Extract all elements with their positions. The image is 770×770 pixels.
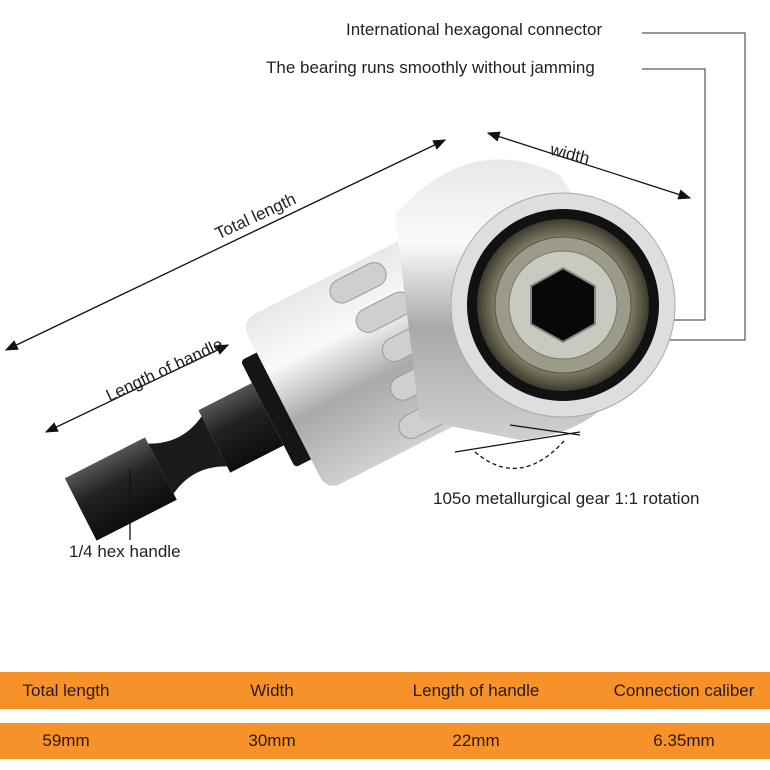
width-arrow xyxy=(486,131,692,200)
spec-value: 30mm xyxy=(248,731,296,750)
total-length-arrow xyxy=(4,139,447,351)
spec-header: Width xyxy=(250,680,294,700)
product-illustration xyxy=(4,32,746,541)
hex-socket xyxy=(530,266,596,344)
head xyxy=(395,159,676,440)
angle-arc xyxy=(474,439,566,470)
hex-handle-label: 1/4 hex handle xyxy=(69,542,181,561)
handle-length-arrow xyxy=(44,344,230,433)
hex-shaft xyxy=(64,437,177,541)
bearing-label: The bearing runs smoothly without jammin… xyxy=(266,58,595,77)
spec-value: 22mm xyxy=(452,731,500,750)
spec-value-row: 59mm 30mm 22mm 6.35mm xyxy=(0,723,770,759)
spec-value: 59mm xyxy=(42,731,90,750)
connector-label: International hexagonal connector xyxy=(346,20,603,39)
spec-header: Total length xyxy=(22,680,110,700)
spec-header: Connection caliber xyxy=(613,680,755,700)
spec-header: Length of handle xyxy=(412,680,540,700)
collar xyxy=(241,352,314,467)
gear-label: 105o metallurgical gear 1:1 rotation xyxy=(433,489,700,508)
spec-value: 6.35mm xyxy=(653,731,715,750)
spec-header-row: Total length Width Length of handle Conn… xyxy=(0,672,770,709)
